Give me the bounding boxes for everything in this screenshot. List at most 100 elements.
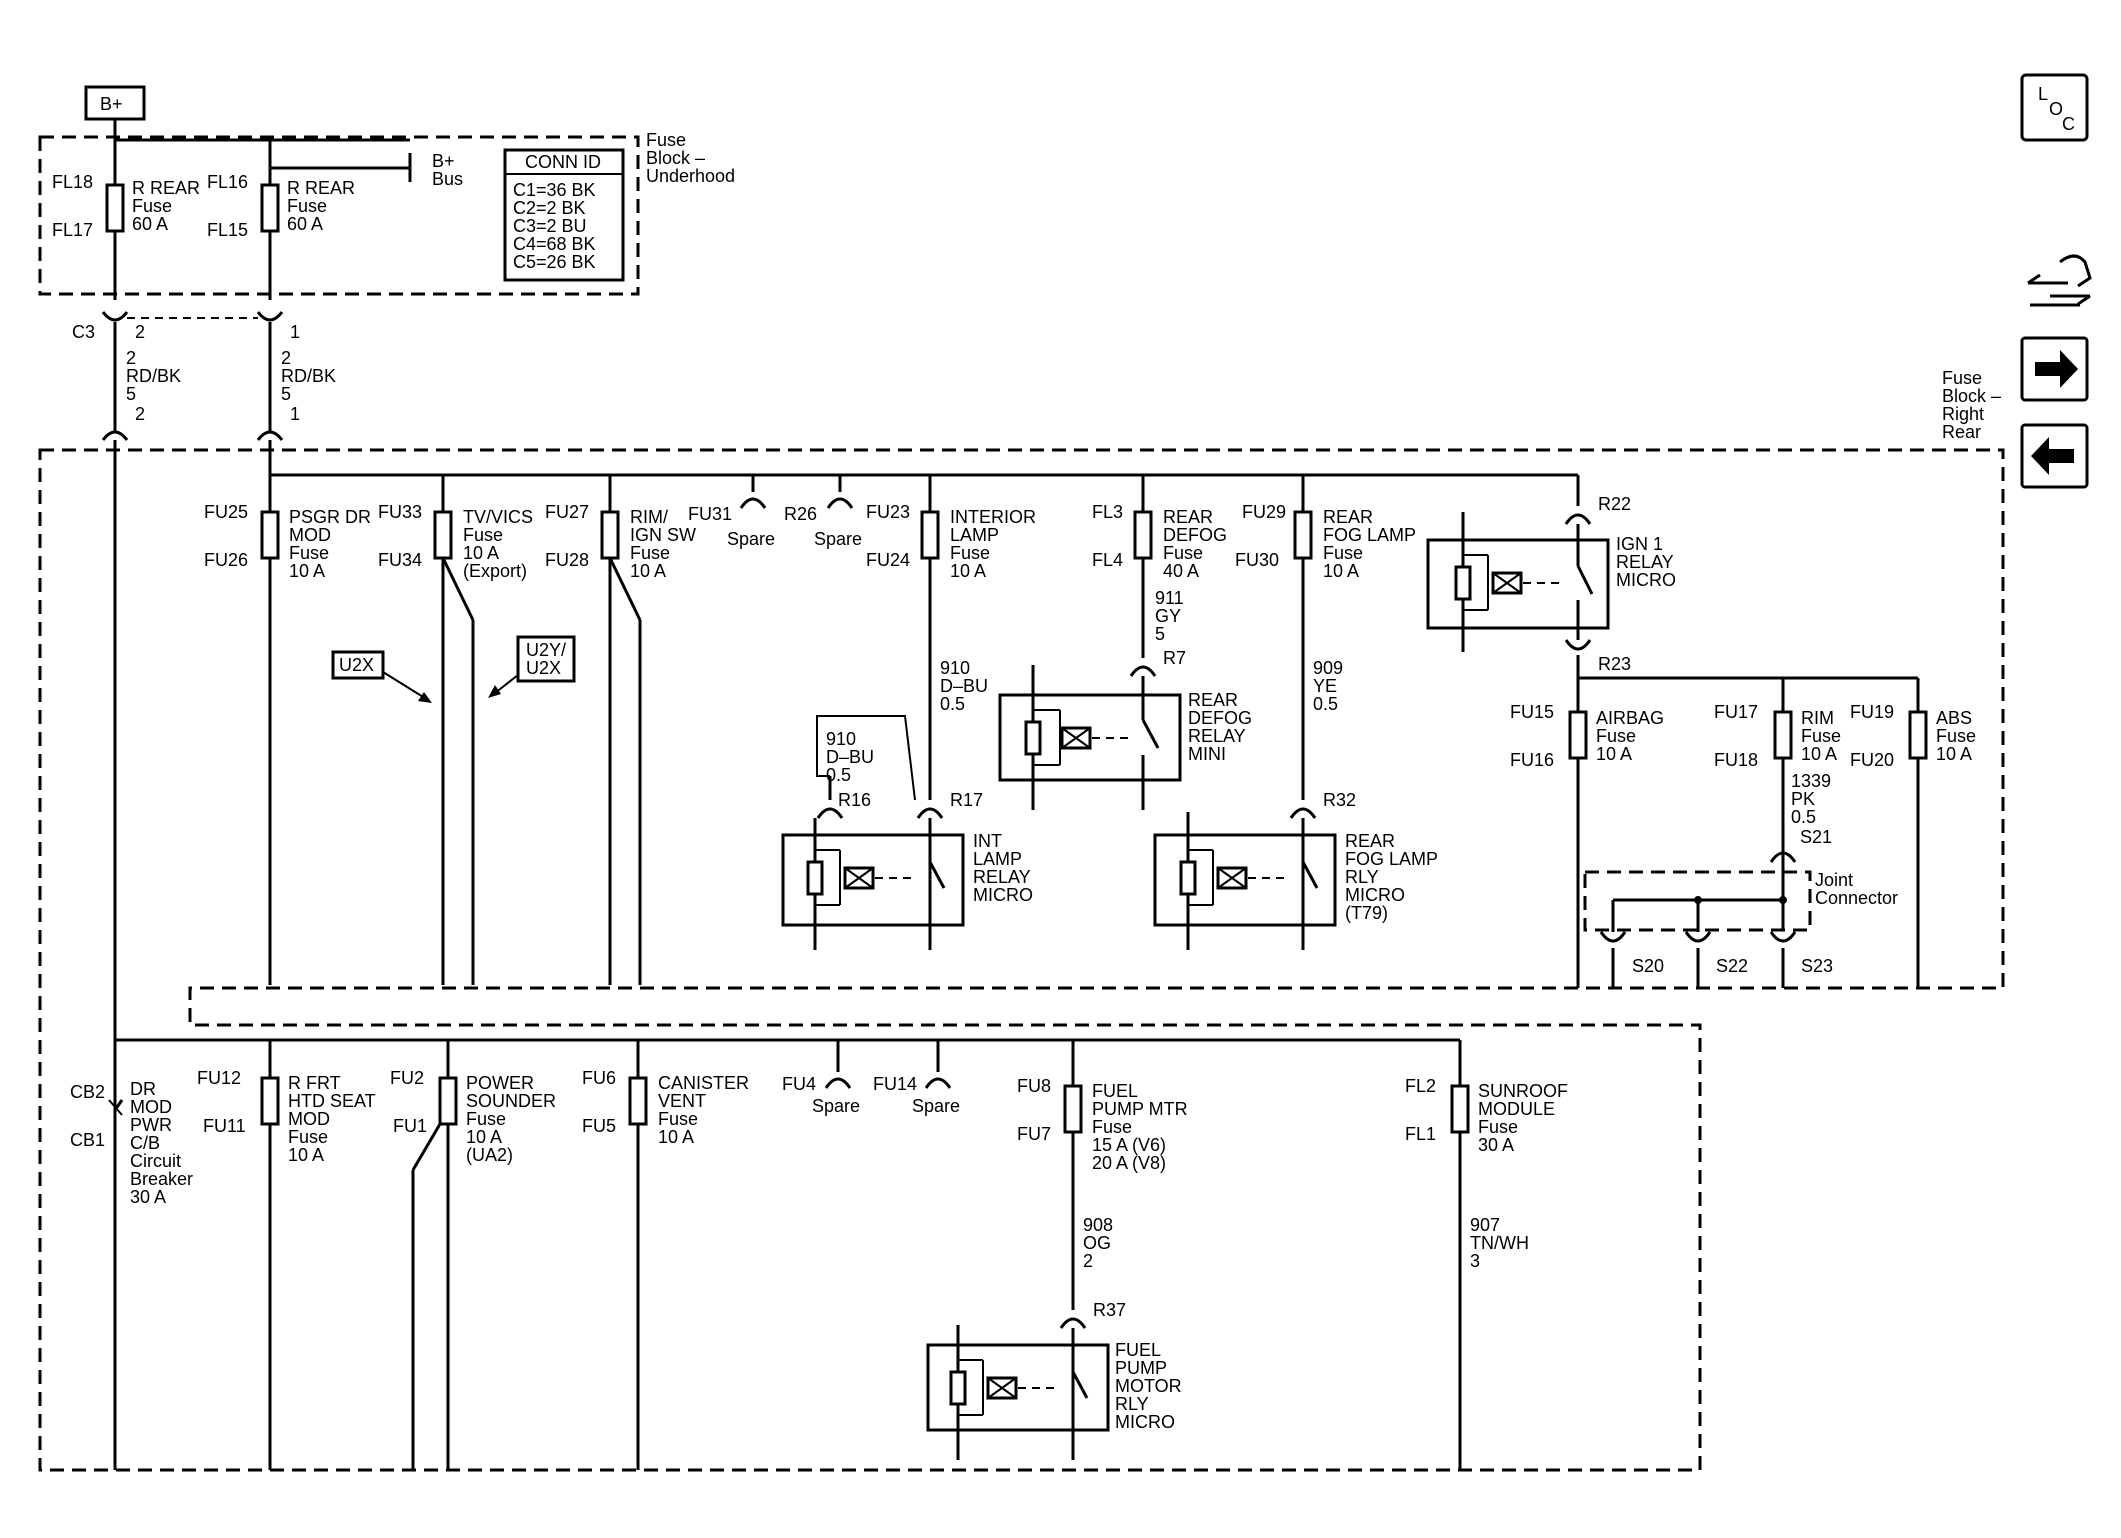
svg-text:CANISTER: CANISTER [658, 1073, 749, 1093]
cb1-id: CB1 [70, 1130, 105, 1150]
svg-text:C: C [2062, 114, 2075, 134]
svg-text:PUMP MTR: PUMP MTR [1092, 1099, 1188, 1119]
wire-label-911: 911 GY 5 [1155, 588, 1184, 644]
fuse-fu19 [1908, 710, 1928, 760]
svg-text:L: L [2038, 84, 2048, 104]
svg-text:908: 908 [1083, 1215, 1113, 1235]
svg-text:TN/WH: TN/WH [1470, 1233, 1529, 1253]
svg-text:FL4: FL4 [1092, 550, 1123, 570]
svg-text:Fuse: Fuse [658, 1109, 698, 1129]
svg-text:RELAY: RELAY [1188, 726, 1246, 746]
option-u2x-tag [331, 650, 385, 680]
spare-fu31-label: Spare [727, 529, 775, 549]
svg-text:MICRO: MICRO [1616, 570, 1676, 590]
svg-text:10 A: 10 A [1323, 561, 1359, 581]
lower-pin-b: 1 [290, 404, 300, 424]
svg-text:C4=68 BK: C4=68 BK [513, 234, 596, 254]
svg-text:20 A (V8): 20 A (V8) [1092, 1153, 1166, 1173]
svg-text:907: 907 [1470, 1215, 1500, 1235]
relay-rear-defog-label: REAR DEFOG RELAY MINI [1188, 690, 1252, 764]
svg-text:FU11: FU11 [203, 1116, 246, 1136]
fuse-fu15-label: AIRBAG Fuse 10 A [1596, 708, 1664, 764]
svg-text:MICRO: MICRO [1345, 885, 1405, 905]
fuse-fu6-label: CANISTER VENT Fuse 10 A [658, 1073, 749, 1147]
svg-text:FU12: FU12 [197, 1068, 241, 1088]
relay-rear-fog-label: REAR FOG LAMP RLY MICRO (T79) [1345, 831, 1438, 923]
svg-text:10 A: 10 A [1596, 744, 1632, 764]
svg-text:2: 2 [281, 348, 291, 368]
fuse-fl17-id: FL17 [52, 220, 93, 240]
svg-text:Right: Right [1942, 404, 1984, 424]
bus-label: B+ Bus [432, 151, 463, 189]
svg-text:Fuse: Fuse [463, 525, 503, 545]
spare-r26-id: R26 [784, 504, 817, 524]
svg-text:MOD: MOD [288, 1109, 330, 1129]
svg-text:5: 5 [281, 384, 291, 404]
relay-fuel-pump-label: FUEL PUMP MOTOR RLY MICRO [1115, 1340, 1182, 1432]
svg-text:(T79): (T79) [1345, 903, 1388, 923]
svg-text:Bus: Bus [432, 169, 463, 189]
conn-id-title: CONN ID [525, 152, 601, 172]
back-arrow-icon[interactable] [2020, 423, 2089, 489]
svg-text:Block –: Block – [1942, 386, 2001, 406]
forward-arrow-icon[interactable] [2020, 336, 2089, 402]
svg-text:60 A: 60 A [132, 214, 168, 234]
svg-text:MOD: MOD [130, 1097, 172, 1117]
svg-text:Fuse: Fuse [1092, 1117, 1132, 1137]
fuse-fu29 [1293, 510, 1313, 560]
fuse-fu2 [438, 1076, 458, 1126]
svg-text:911: 911 [1155, 588, 1184, 608]
svg-text:SOUNDER: SOUNDER [466, 1091, 556, 1111]
svg-text:FOG LAMP: FOG LAMP [1345, 849, 1438, 869]
svg-text:30 A: 30 A [1478, 1135, 1514, 1155]
svg-text:10 A: 10 A [466, 1127, 502, 1147]
cavity-r37: R37 [1093, 1300, 1126, 1320]
wire-label-rdbk-b: 2 RD/BK 5 [281, 348, 336, 404]
fuse-fu15 [1568, 710, 1588, 760]
c3-pin-b: 1 [290, 322, 300, 342]
svg-text:FUEL: FUEL [1092, 1081, 1138, 1101]
svg-text:INTERIOR: INTERIOR [950, 507, 1036, 527]
svg-text:R REAR: R REAR [287, 178, 355, 198]
svg-text:FOG LAMP: FOG LAMP [1323, 525, 1416, 545]
wire-label-908: 908 OG 2 [1083, 1215, 1113, 1271]
relay-fuel-pump [926, 1325, 1110, 1460]
svg-text:3: 3 [1470, 1251, 1480, 1271]
fuse-fl18-id: FL18 [52, 172, 93, 192]
fuse-fl16-id: FL16 [207, 172, 248, 192]
svg-text:FU25: FU25 [204, 502, 248, 522]
svg-text:C/B: C/B [130, 1133, 160, 1153]
svg-text:Fuse: Fuse [1478, 1117, 1518, 1137]
svg-text:60 A: 60 A [287, 214, 323, 234]
svg-text:MODULE: MODULE [1478, 1099, 1555, 1119]
fuse-fu25 [260, 510, 280, 560]
svg-text:Breaker: Breaker [130, 1169, 193, 1189]
svg-text:C3=2 BU: C3=2 BU [513, 216, 587, 236]
fuse-fu2-label: POWER SOUNDER Fuse 10 A (UA2) [466, 1073, 556, 1165]
svg-text:C5=26 BK: C5=26 BK [513, 252, 596, 272]
fuse-fu12-label: R FRT HTD SEAT MOD Fuse 10 A [288, 1073, 376, 1165]
svg-text:FU24: FU24 [866, 550, 910, 570]
svg-text:FU26: FU26 [204, 550, 248, 570]
svg-text:40 A: 40 A [1163, 561, 1199, 581]
svg-text:PWR: PWR [130, 1115, 172, 1135]
connector-view-icon[interactable] [2027, 254, 2092, 307]
relay-rear-fog [1153, 812, 1337, 950]
svg-text:10 A: 10 A [658, 1127, 694, 1147]
svg-text:Fuse: Fuse [466, 1109, 506, 1129]
svg-text:Fuse: Fuse [630, 543, 670, 563]
svg-text:1339: 1339 [1791, 771, 1831, 791]
fuse-fl2 [1450, 1084, 1470, 1134]
underhood-block-label: Fuse Block – Underhood [646, 130, 735, 186]
spare-fu4-id: FU4 [782, 1074, 816, 1094]
relay-rear-defog [998, 665, 1182, 810]
b-plus-label: B+ [100, 94, 123, 114]
fuse-fu33-label: TV/VICS Fuse 10 A (Export) [463, 507, 533, 581]
spare-fu14-label: Spare [912, 1096, 960, 1116]
svg-text:PUMP: PUMP [1115, 1358, 1167, 1378]
svg-text:FL1: FL1 [1405, 1124, 1436, 1144]
location-icon[interactable]: L O C [2020, 73, 2089, 142]
c3-pin-a: 2 [135, 322, 145, 342]
svg-text:INT: INT [973, 831, 1002, 851]
svg-text:FU18: FU18 [1714, 750, 1758, 770]
